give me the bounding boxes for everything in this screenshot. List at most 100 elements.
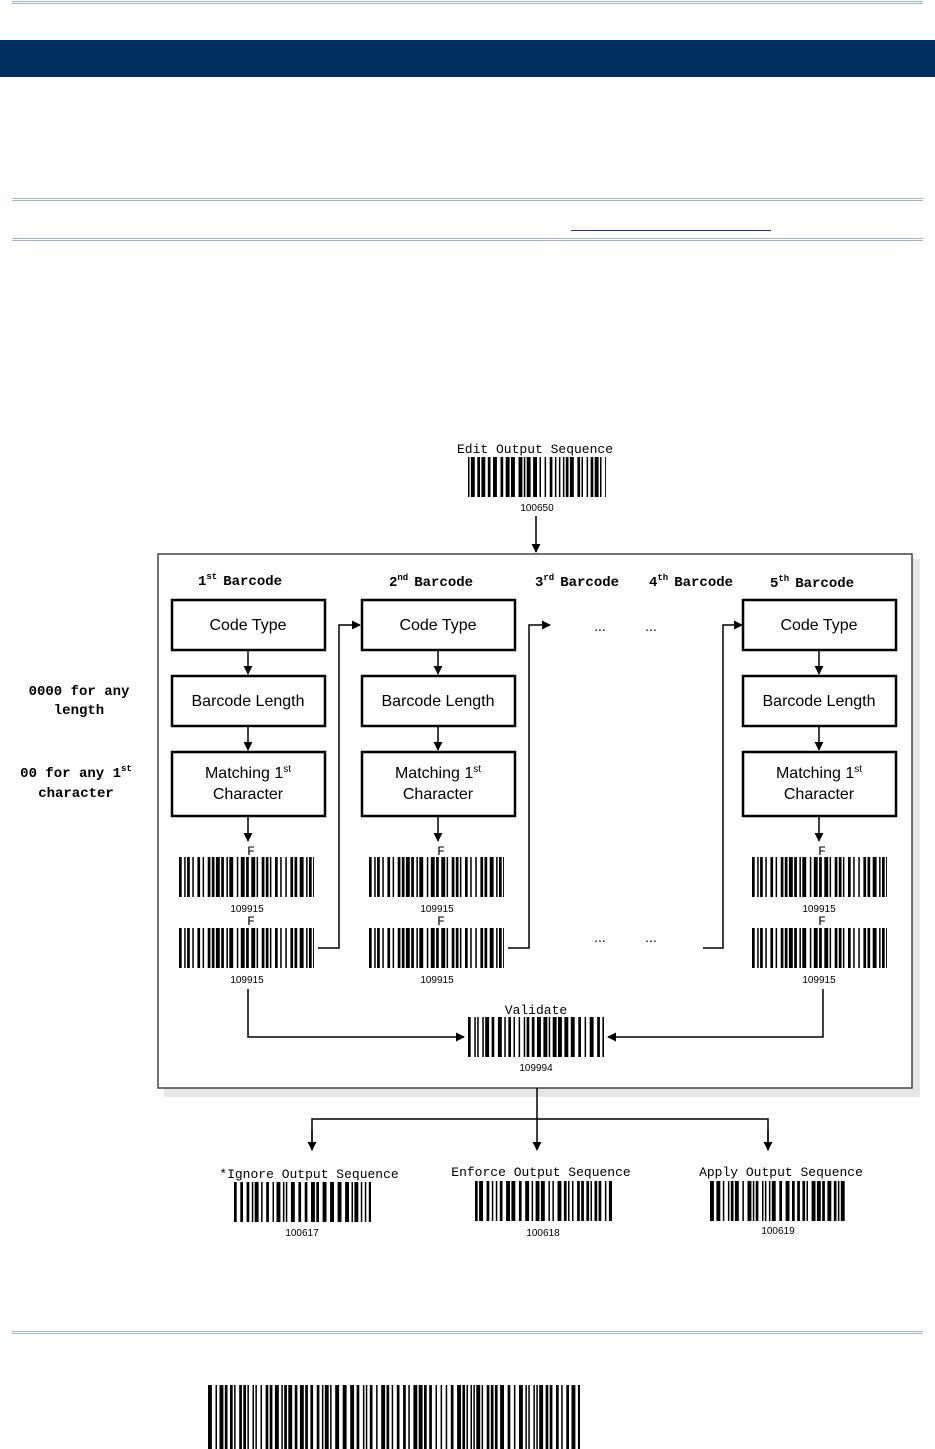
f-barcode[interactable]: [179, 857, 314, 897]
barcode-bar: [441, 857, 446, 897]
barcode-bar: [710, 1181, 714, 1221]
barcode-bar: [405, 928, 410, 968]
barcode-bar: [819, 928, 822, 968]
barcode-bar: [255, 1385, 257, 1449]
barcode-bar: [345, 1182, 349, 1222]
barcode-bar: [487, 457, 491, 497]
barcode-bar: [842, 857, 845, 897]
f-barcode-caption: F: [247, 844, 255, 859]
barcode-bar: [226, 928, 228, 968]
barcode-bar: [840, 1181, 845, 1221]
barcode-bar: [775, 857, 778, 897]
barcode-bar: [294, 857, 298, 897]
barcode-bar: [369, 928, 372, 968]
barcode-bar: [466, 1385, 468, 1449]
f-barcode[interactable]: [752, 857, 887, 897]
barcode-bar: [197, 928, 201, 968]
barcode-bar: [187, 928, 190, 968]
barcode-bar: [288, 1385, 293, 1449]
barcode-bar: [822, 1181, 825, 1221]
validate-barcode[interactable]: [468, 1017, 604, 1057]
barcode-bar: [266, 1182, 269, 1222]
barcode-bar: [495, 1181, 498, 1221]
barcode-bar: [275, 857, 278, 897]
barcode-bar: [299, 928, 304, 968]
barcode-bar: [882, 857, 885, 897]
barcode-bar: [503, 857, 504, 897]
barcode-bar: [246, 928, 249, 968]
barcode-bar: [838, 928, 842, 968]
barcode-bar: [462, 1385, 466, 1449]
f-barcode[interactable]: [179, 928, 314, 968]
barcode-bar: [806, 1181, 808, 1221]
barcode-bar: [411, 928, 414, 968]
barcode-bar: [424, 1385, 427, 1449]
barcode-bar: [770, 928, 774, 968]
f-barcode-caption: F: [818, 914, 826, 929]
barcode-bar: [533, 1385, 535, 1449]
barcode-bar: [261, 857, 265, 897]
enforce-output-barcode[interactable]: [475, 1181, 612, 1221]
barcode-bar: [858, 928, 860, 968]
barcode-bar: [275, 928, 278, 968]
barcode-bar: [505, 457, 510, 497]
footer-barcode[interactable]: [208, 1385, 580, 1449]
barcode-bar: [771, 1181, 776, 1221]
barcode-bar: [770, 857, 774, 897]
barcode-bar: [886, 928, 887, 968]
edit-output-sequence-barcode[interactable]: [468, 457, 606, 497]
note-rule-bottom: [12, 238, 923, 241]
barcode-bar: [470, 1385, 472, 1449]
barcode-bar: [369, 1385, 373, 1449]
barcode-bar: [392, 928, 395, 968]
barcode-bar: [316, 1385, 320, 1449]
barcode-bar: [853, 857, 855, 897]
barcode-bar: [489, 928, 494, 968]
barcode-bar: [507, 1385, 511, 1449]
barcode-bar: [360, 1182, 363, 1222]
barcode-bar: [316, 1182, 319, 1222]
f-barcode[interactable]: [369, 857, 504, 897]
barcode-bar: [581, 457, 583, 497]
barcode-bar: [474, 1017, 476, 1057]
barcode-bar: [450, 1385, 454, 1449]
barcode-bar: [604, 1181, 607, 1221]
barcode-bar: [261, 928, 265, 968]
barcode-bar: [837, 1181, 840, 1221]
barcode-bar: [511, 457, 515, 497]
barcode-bar: [838, 857, 842, 897]
barcode-bar: [243, 1385, 246, 1449]
barcode-bar: [239, 1385, 242, 1449]
apply-output-barcode[interactable]: [710, 1181, 845, 1221]
barcode-bar: [265, 857, 269, 897]
barcode-bar: [523, 457, 526, 497]
barcode-bar: [468, 457, 470, 497]
barcode-bar: [597, 1017, 600, 1057]
barcode-bar: [403, 1385, 406, 1449]
f-barcode[interactable]: [752, 928, 887, 968]
barcode-bar: [285, 928, 287, 968]
barcode-bar: [397, 928, 401, 968]
barcode-bar: [500, 457, 504, 497]
barcode-bar: [762, 1181, 764, 1221]
barcode-bar: [562, 457, 565, 497]
barcode-bar: [544, 457, 547, 497]
barcode-bar: [356, 1385, 360, 1449]
barcode-length-box: [170, 674, 327, 728]
barcode-bar: [272, 1182, 274, 1222]
barcode-bar: [568, 1181, 570, 1221]
barcode-bar: [240, 928, 245, 968]
barcode-bar: [290, 928, 294, 968]
edit-output-sequence-number: 100650: [520, 503, 554, 514]
barcode-bar: [788, 928, 793, 968]
f-barcode[interactable]: [369, 928, 504, 968]
barcode-bar: [484, 857, 488, 897]
barcode-bar: [780, 857, 784, 897]
barcode-bar: [879, 857, 881, 897]
barcode-bar: [377, 928, 380, 968]
ignore-output-barcode[interactable]: [234, 1182, 371, 1222]
barcode-bar: [765, 928, 767, 968]
barcode-bar: [221, 928, 224, 968]
link-underline[interactable]: [571, 230, 771, 231]
barcode-bar: [497, 1017, 502, 1057]
